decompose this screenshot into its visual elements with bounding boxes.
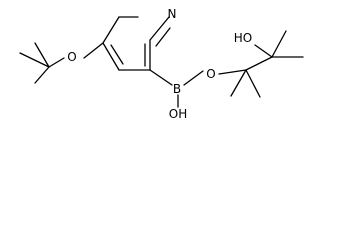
bond-o-ctert <box>48 57 65 68</box>
bond-o-cq1 <box>218 69 247 75</box>
atom-b: B <box>173 82 181 96</box>
bond-ctert-me2 <box>19 52 50 68</box>
bond-ctert-me3 <box>34 42 50 68</box>
bond-c2-n1-inner <box>155 27 171 47</box>
bond-cq1-me2 <box>245 69 261 98</box>
atom-o-ester: O <box>206 67 215 81</box>
bond-c3-b <box>149 69 173 86</box>
bond-c5-o <box>83 42 104 59</box>
bond-cq1-cq2 <box>245 56 273 71</box>
bond-cq1-me1 <box>230 69 247 97</box>
bond-c5-c4-inner <box>110 44 124 65</box>
bond-c6-c5 <box>102 16 120 44</box>
bond-ctert-me1 <box>34 66 50 84</box>
bonds <box>19 16 304 108</box>
atom-labels: N O B OH O HO <box>67 7 252 121</box>
atom-ho-diol: HO <box>234 31 252 45</box>
bond-c2-n1 <box>149 16 170 41</box>
chemical-structure: N O B OH O HO <box>19 7 304 121</box>
bond-cq2-me2 <box>271 30 287 58</box>
atom-oh-boron: OH <box>169 107 187 121</box>
atom-n: N <box>168 7 177 21</box>
bond-cq2-ho <box>254 44 273 58</box>
bond-b-o <box>183 70 204 86</box>
atom-o-ether: O <box>67 50 76 64</box>
bond-c5-c4 <box>102 42 120 71</box>
